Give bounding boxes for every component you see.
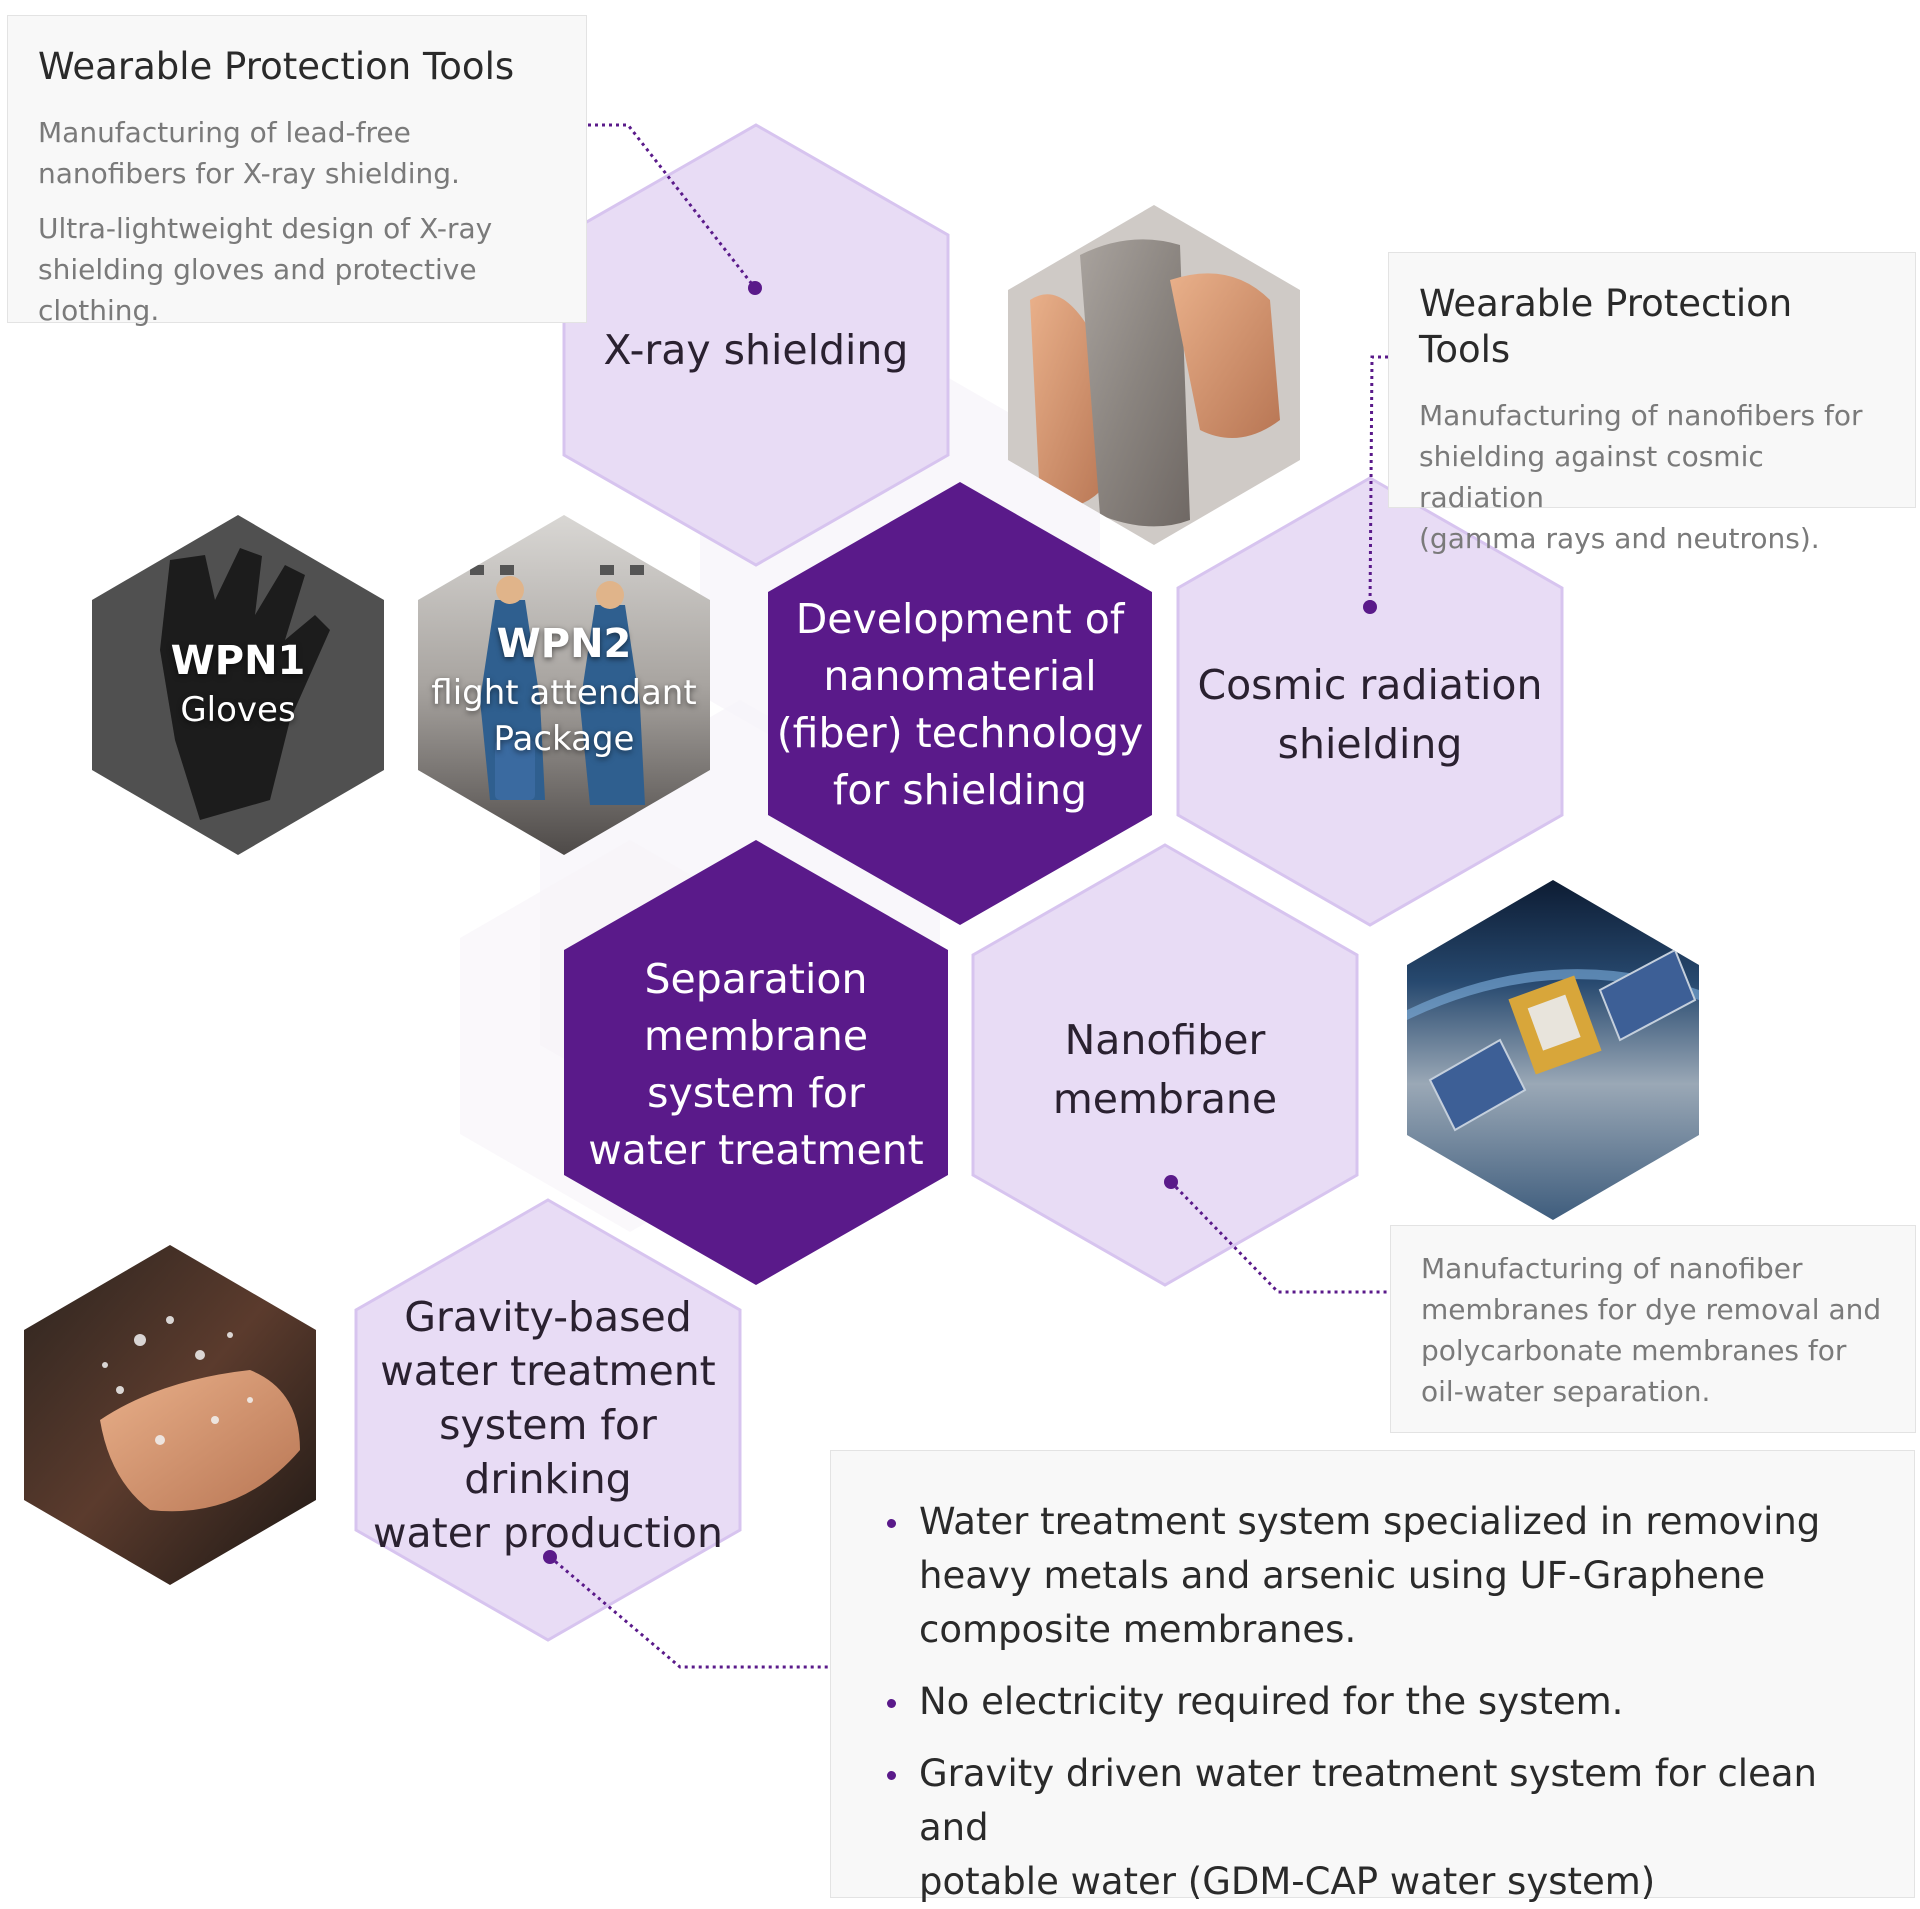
wpn1-sub: Gloves xyxy=(180,690,296,730)
hex-nanofiber xyxy=(971,843,1359,1287)
gravity-label-line: water treatment xyxy=(380,1347,716,1395)
wpn1-label: WPN1 Gloves xyxy=(92,635,384,733)
cosmic-card-title: Wearable Protection Tools xyxy=(1419,282,1793,371)
nanofiber-label-line: Nanofiber xyxy=(1064,1016,1266,1064)
wpn2-code: WPN2 xyxy=(496,621,632,667)
nanofiber-info-card: Manufacturing of nanofiber membranes for… xyxy=(1390,1225,1916,1433)
center-label-line: for shielding xyxy=(832,766,1088,814)
connector-dots xyxy=(543,281,1377,1564)
connectors xyxy=(549,123,1390,1669)
hex-gravity xyxy=(354,1198,742,1642)
nanofiber-label-line: membrane xyxy=(1052,1075,1278,1123)
separation-label-line: Separation xyxy=(644,955,868,1003)
nanofiber-card-line: polycarbonate membranes for xyxy=(1421,1334,1847,1367)
water-bullet-item: Water treatment system specialized in re… xyxy=(887,1495,1884,1657)
xray-info-card: Wearable Protection Tools Manufacturing … xyxy=(7,15,587,327)
water-bullet-item: Gravity driven water treatment system fo… xyxy=(887,1747,1884,1909)
wpn2-sub: flight attendant xyxy=(431,673,697,713)
cosmic-card-line: shielding against cosmic radiation xyxy=(1419,440,1764,514)
water-info-card: Water treatment system specialized in re… xyxy=(830,1450,1915,1903)
hex-separation xyxy=(564,840,948,1285)
wpn2-sub: Package xyxy=(493,719,635,759)
dark-hexes xyxy=(564,482,1152,1285)
xray-card-line: Ultra-lightweight design of X-ray xyxy=(38,212,493,245)
cosmic-card-line: Manufacturing of nanofibers for xyxy=(1419,399,1863,432)
xray-card-line: shielding gloves and protective clothing… xyxy=(38,253,477,327)
cosmic-card-line: (gamma rays and neutrons). xyxy=(1419,522,1820,555)
center-label-line: Development of xyxy=(795,595,1125,643)
xray-card-title: Wearable Protection Tools xyxy=(38,45,515,88)
separation-label-line: system for xyxy=(647,1069,865,1117)
connector-xray xyxy=(588,123,757,289)
nanofiber-card-line: membranes for dye removal and xyxy=(1421,1293,1882,1326)
hex-cosmic xyxy=(1176,476,1564,927)
light-hexes xyxy=(354,123,1564,1642)
water-bullet-line: Gravity driven water treatment system fo… xyxy=(919,1752,1817,1849)
bullet-dot xyxy=(887,1771,896,1780)
water-bullet-line: Water treatment system specialized in re… xyxy=(919,1500,1821,1543)
flight-attendants-photo xyxy=(418,515,710,855)
water-bullet-line: potable water (GDM-CAP water system) xyxy=(919,1860,1656,1903)
gravity-label-line: system for drinking xyxy=(439,1401,657,1503)
cosmic-label-line: shielding xyxy=(1277,720,1463,768)
hex-center xyxy=(768,482,1152,925)
connector-cosmic xyxy=(1368,355,1388,608)
bullet-dot xyxy=(887,1519,896,1528)
gravity-label-line: water production xyxy=(372,1509,723,1557)
water-bullet-line: heavy metals and arsenic using UF-Graphe… xyxy=(919,1554,1766,1597)
glove-photo xyxy=(92,515,384,855)
cosmic-info-card: Wearable Protection Tools Manufacturing … xyxy=(1388,252,1916,555)
connector-gravity xyxy=(549,1555,830,1669)
nanofiber-card-line: oil-water separation. xyxy=(1421,1375,1711,1408)
gravity-label: Gravity-based water treatment system for… xyxy=(356,1293,740,1557)
cosmic-label-line: Cosmic radiation xyxy=(1197,661,1543,709)
water-bullet-line: composite membranes. xyxy=(919,1608,1357,1651)
wpn1-code: WPN1 xyxy=(170,638,306,684)
bullet-dot xyxy=(887,1699,896,1708)
separation-label-line: membrane xyxy=(643,1012,869,1060)
nanofiber-label: Nanofiber membrane xyxy=(973,1005,1357,1135)
xray-label-line: X-ray shielding xyxy=(603,325,909,374)
xray-label: X-ray shielding xyxy=(564,300,948,400)
water-bullet-list: Water treatment system specialized in re… xyxy=(887,1495,1884,1909)
gravity-label-line: Gravity-based xyxy=(404,1293,692,1341)
separation-label: Separation membrane system for water tre… xyxy=(564,945,948,1185)
water-bullet-item: No electricity required for the system. xyxy=(887,1675,1884,1729)
xray-card-line: nanofibers for X-ray shielding. xyxy=(38,157,460,190)
water-hands-photo xyxy=(24,1245,316,1585)
satellite-photo xyxy=(1407,880,1699,1220)
wpn2-label: WPN2 flight attendant Package xyxy=(418,618,710,762)
nanofiber-card-line: Manufacturing of nanofiber xyxy=(1421,1252,1803,1285)
separation-label-line: water treatment xyxy=(588,1126,924,1174)
center-label-line: nanomaterial xyxy=(823,652,1097,700)
center-label-line: (fiber) technology xyxy=(776,709,1144,757)
center-label: Development of nanomaterial (fiber) tech… xyxy=(768,585,1152,825)
water-bullet-line: No electricity required for the system. xyxy=(919,1680,1624,1723)
connector-nanofiber xyxy=(1169,1180,1390,1294)
xray-card-line: Manufacturing of lead-free xyxy=(38,116,411,149)
cosmic-label: Cosmic radiation shielding xyxy=(1178,650,1562,780)
